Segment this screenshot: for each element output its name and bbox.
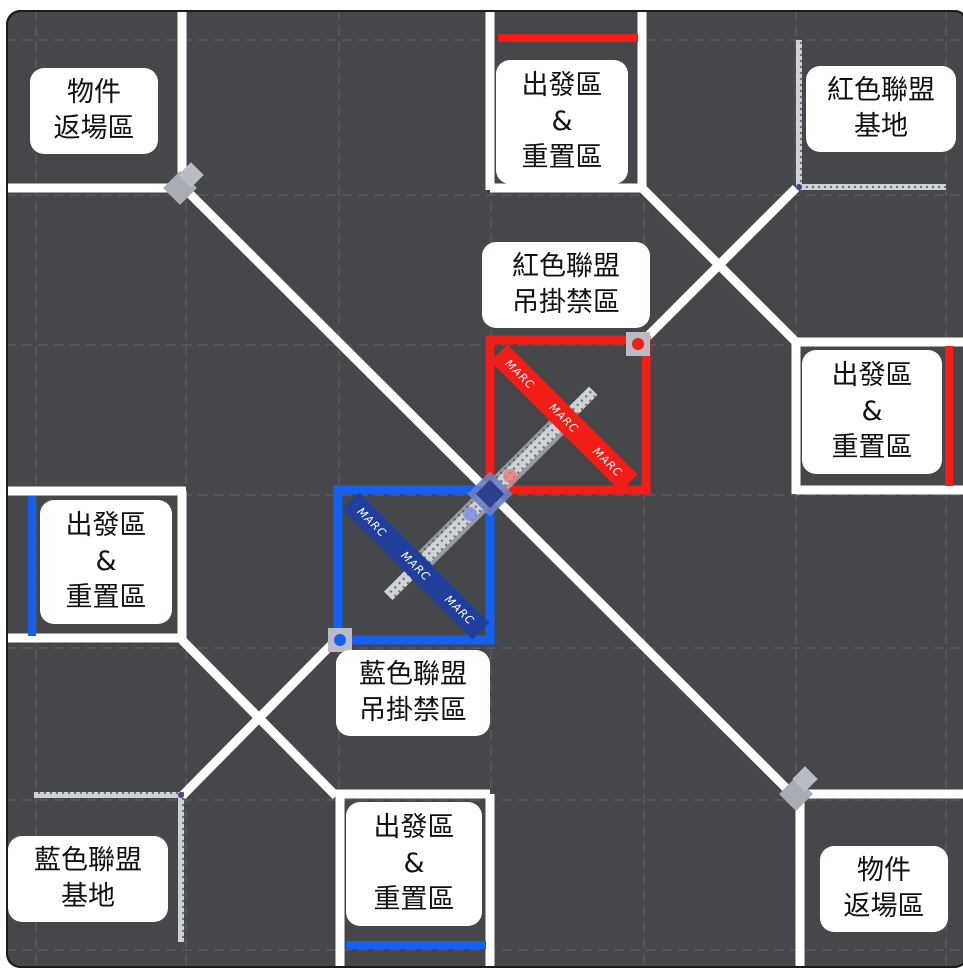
start-reset-zone-label-right: 出發區 & 重置區 bbox=[802, 350, 942, 474]
label-line: 物件 bbox=[857, 855, 911, 886]
label-line: 基地 bbox=[854, 111, 908, 142]
start-reset-zone-label-top: 出發區 & 重置區 bbox=[496, 60, 628, 184]
blue-base-truss bbox=[34, 792, 184, 942]
label-line: 基地 bbox=[61, 881, 115, 912]
label-line: 紅色聯盟 bbox=[512, 251, 620, 282]
label-line: 重置區 bbox=[831, 432, 913, 463]
label-line: 紅色聯盟 bbox=[827, 75, 935, 106]
start-reset-zone-label-left: 出發區 & 重置區 bbox=[40, 500, 172, 624]
red-no-hang-zone-label: 紅色聯盟 吊掛禁區 bbox=[482, 242, 650, 328]
hub-bottom-right bbox=[779, 766, 818, 811]
label-line: 返場區 bbox=[843, 891, 925, 922]
label-line: 出發區 bbox=[373, 812, 455, 843]
label-line: 出發區 bbox=[521, 70, 603, 101]
label-line: 重置區 bbox=[521, 142, 603, 173]
label-line: & bbox=[403, 848, 425, 879]
object-return-zone-label-bottom-right: 物件 返場區 bbox=[820, 846, 948, 932]
red-no-hang-zone-outline bbox=[485, 335, 651, 495]
blue-no-hang-zone-outline bbox=[333, 485, 495, 645]
label-line: & bbox=[861, 396, 883, 427]
hub-blue-corner bbox=[328, 628, 352, 652]
label-line: 重置區 bbox=[373, 884, 455, 915]
label-line: & bbox=[551, 106, 573, 137]
game-field: MARC MARC MARC MARC MARC MARC bbox=[6, 10, 963, 970]
label-line: 返場區 bbox=[53, 113, 135, 144]
blue-no-hang-zone-label: 藍色聯盟 吊掛禁區 bbox=[336, 650, 490, 736]
label-line: 出發區 bbox=[831, 360, 913, 391]
hub-red-corner bbox=[626, 332, 650, 356]
label-line: & bbox=[95, 546, 117, 577]
label-line: 吊掛禁區 bbox=[512, 287, 620, 318]
label-line: 吊掛禁區 bbox=[359, 695, 467, 726]
label-line: 物件 bbox=[67, 77, 121, 108]
field-map: MARC MARC MARC MARC MARC MARC bbox=[6, 10, 963, 968]
red-alliance-base-label: 紅色聯盟 基地 bbox=[806, 66, 956, 152]
label-line: 藍色聯盟 bbox=[359, 659, 467, 690]
start-reset-zone-label-bottom: 出發區 & 重置區 bbox=[346, 802, 482, 926]
blue-alliance-base-label: 藍色聯盟 基地 bbox=[8, 836, 168, 922]
label-line: 出發區 bbox=[65, 510, 147, 541]
label-line: 重置區 bbox=[65, 582, 147, 613]
object-return-zone-label-top-left: 物件 返場區 bbox=[30, 68, 158, 154]
red-base-truss bbox=[796, 40, 946, 190]
label-line: 藍色聯盟 bbox=[34, 845, 142, 876]
